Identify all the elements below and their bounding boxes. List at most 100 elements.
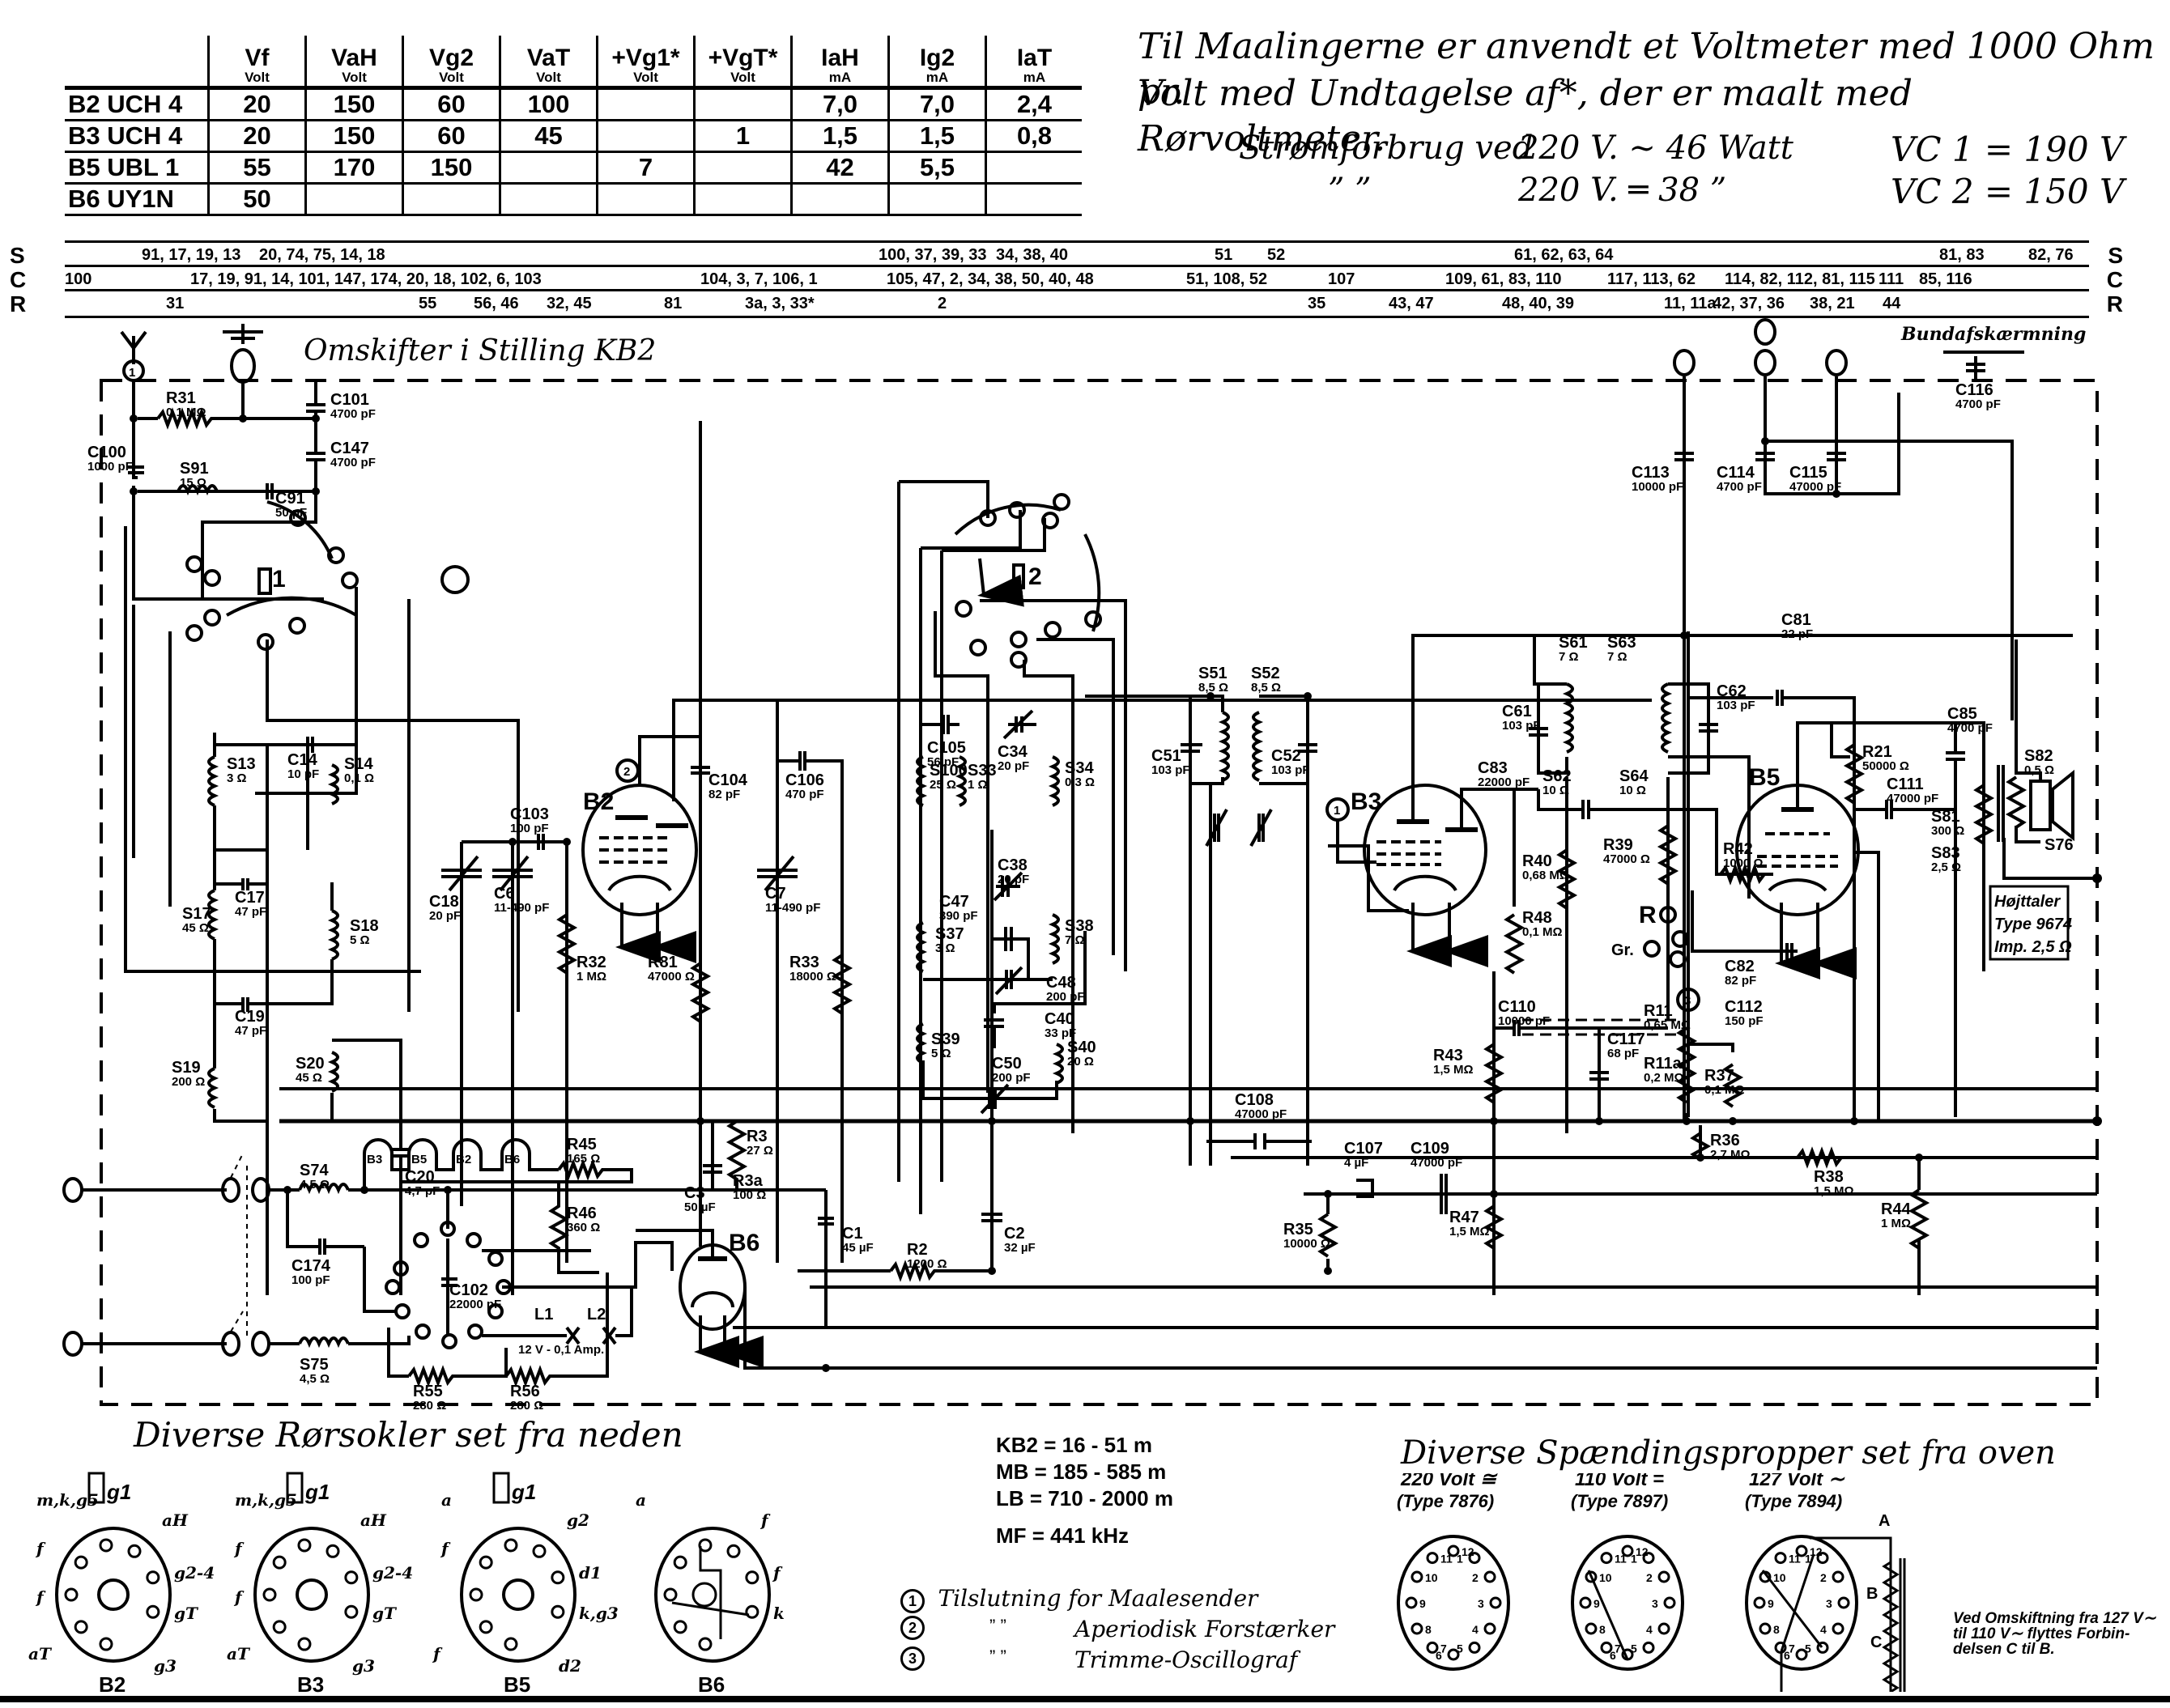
component-ref-r38: R38 <box>1814 1168 1844 1186</box>
component-ref-s37: S37 <box>935 925 964 943</box>
component-ref-r35: R35 <box>1283 1221 1313 1239</box>
component-ref-c82: C82 <box>1725 958 1755 975</box>
variable-capacitor-C18 <box>441 855 482 892</box>
component-value-s33: 1 Ω <box>968 778 988 792</box>
chassis-shield-border <box>100 379 2099 1406</box>
table-cell <box>596 183 695 216</box>
component-value-c40: 33 pF <box>1045 1026 1076 1040</box>
pilot-lamp-terminals <box>1673 318 1848 376</box>
component-value-c62: 103 pF <box>1717 699 1755 712</box>
component-ref-r39: R39 <box>1603 836 1633 854</box>
plug-pin-number: 7 <box>1615 1642 1621 1655</box>
power-label: Strømforbrug ved <box>1239 130 1534 167</box>
component-ref-c51: C51 <box>1151 747 1181 765</box>
tube-label-B5: B5 <box>1749 764 1780 791</box>
plug-pin-number: 5 <box>1631 1642 1637 1655</box>
component-ref-c47: C47 <box>939 893 969 911</box>
component-ref-c40: C40 <box>1045 1010 1074 1028</box>
table-corner <box>65 36 209 90</box>
test-point-1-label: 1 <box>1334 804 1340 818</box>
table-cell: 7,0 <box>887 87 986 121</box>
band-lb: LB = 710 - 2000 m <box>996 1486 1173 1510</box>
socket-pin-label: f <box>760 1510 771 1530</box>
component-ref-r48: R48 <box>1522 909 1552 927</box>
speaker-box-line3: Imp. 2,5 Ω <box>1994 938 2072 956</box>
plug-pin-number: 6 <box>1436 1649 1442 1662</box>
inductor-S38 <box>1048 913 1060 965</box>
rg-label-gr: Gr. <box>1611 941 1634 959</box>
component-ref-r31: R31 <box>166 389 196 407</box>
component-value-c2: 32 µF <box>1004 1241 1036 1255</box>
component-ref-c91: C91 <box>275 490 305 508</box>
table-cell: 7,0 <box>790 87 889 121</box>
socket-pin-label: a <box>636 1490 646 1510</box>
component-ref-c114: C114 <box>1717 464 1755 482</box>
component-value-c115: 47000 pF <box>1789 480 1841 494</box>
resistor-R44 <box>1908 1158 1930 1295</box>
component-ref-c107: C107 <box>1344 1140 1383 1158</box>
plug-pin-number: 3 <box>1826 1597 1832 1610</box>
switch-label-2: 2 <box>1028 563 1042 590</box>
vc2-value: VC 2 = 150 V <box>1891 172 2125 211</box>
variable-capacitor-C7 <box>757 855 798 892</box>
component-ref-c102: C102 <box>449 1281 488 1299</box>
bottom-rule <box>0 1696 2170 1702</box>
component-ref-r56: R56 <box>510 1383 540 1400</box>
inductor-S75 <box>298 1336 350 1349</box>
table-cell: 20 <box>207 120 306 153</box>
table-cell: 0,8 <box>985 120 1082 153</box>
table-cell: 150 <box>304 120 403 153</box>
test-point-2 <box>615 758 640 783</box>
table-cell: 1,5 <box>887 120 986 153</box>
component-ref-c52: C52 <box>1271 747 1301 765</box>
component-value-s52: 8,5 Ω <box>1251 681 1281 695</box>
component-ref-c1: C1 <box>842 1225 863 1243</box>
plug-pin-number: 12 <box>1462 1545 1474 1558</box>
plug-type: (Type 7894) <box>1745 1491 1842 1511</box>
table-cell <box>985 183 1082 216</box>
inductor-S61 <box>1562 682 1574 754</box>
component-ref-r11a: R11a <box>1644 1055 1683 1073</box>
socket-pin-label: k,g3 <box>579 1604 619 1623</box>
socket-pin-label: g3 <box>154 1656 177 1676</box>
plug-pin-number: 1 <box>1631 1553 1637 1566</box>
component-value-s61: 7 Ω <box>1559 650 1579 664</box>
resistor-R2 <box>889 1260 992 1282</box>
component-value-c104: 82 pF <box>708 788 740 801</box>
plug-pin-number: 1 <box>1457 1553 1463 1566</box>
component-value-c112: 150 pF <box>1725 1014 1764 1028</box>
plug-pin-number: 10 <box>1425 1571 1438 1584</box>
tube-name: B3 UCH 4 <box>65 120 209 153</box>
component-value-s17: 45 Ω <box>182 921 209 935</box>
component-value-s74: 4,5 Ω <box>300 1178 330 1192</box>
component-ref-s38: S38 <box>1065 917 1094 935</box>
legend-row-1: 1 Tilslutning for Maalesender <box>900 1585 1386 1616</box>
component-ref-s100: S100 <box>930 762 968 780</box>
trimmer-capacitor-S52 <box>1249 809 1273 847</box>
component-ref-r32: R32 <box>577 954 606 971</box>
resistor-R46 <box>547 1182 599 1274</box>
table-cell: 60 <box>402 120 500 153</box>
resistor-R3 <box>725 1120 748 1190</box>
tap-label: D <box>1866 1690 1878 1692</box>
socket-pin-label: g3 <box>352 1656 375 1676</box>
component-value-c51: 103 pF <box>1151 763 1190 777</box>
power-ac: 220 V. ∼ 46 Watt <box>1518 130 1793 167</box>
component-value-c83: 22000 pF <box>1478 775 1530 789</box>
component-value-c47: 390 pF <box>939 909 978 923</box>
component-value-c110: 10000 pF <box>1498 1014 1550 1028</box>
rg-label-r: R <box>1639 902 1657 928</box>
inductor-S100 <box>916 755 928 807</box>
socket-pin-label: g2-4 <box>372 1563 413 1583</box>
component-ref-s19: S19 <box>172 1059 201 1077</box>
table-cell <box>693 151 792 185</box>
component-value-s100: 25 Ω <box>930 778 956 792</box>
component-ref-r11: R11 <box>1644 1002 1673 1020</box>
table-cell <box>887 183 986 216</box>
